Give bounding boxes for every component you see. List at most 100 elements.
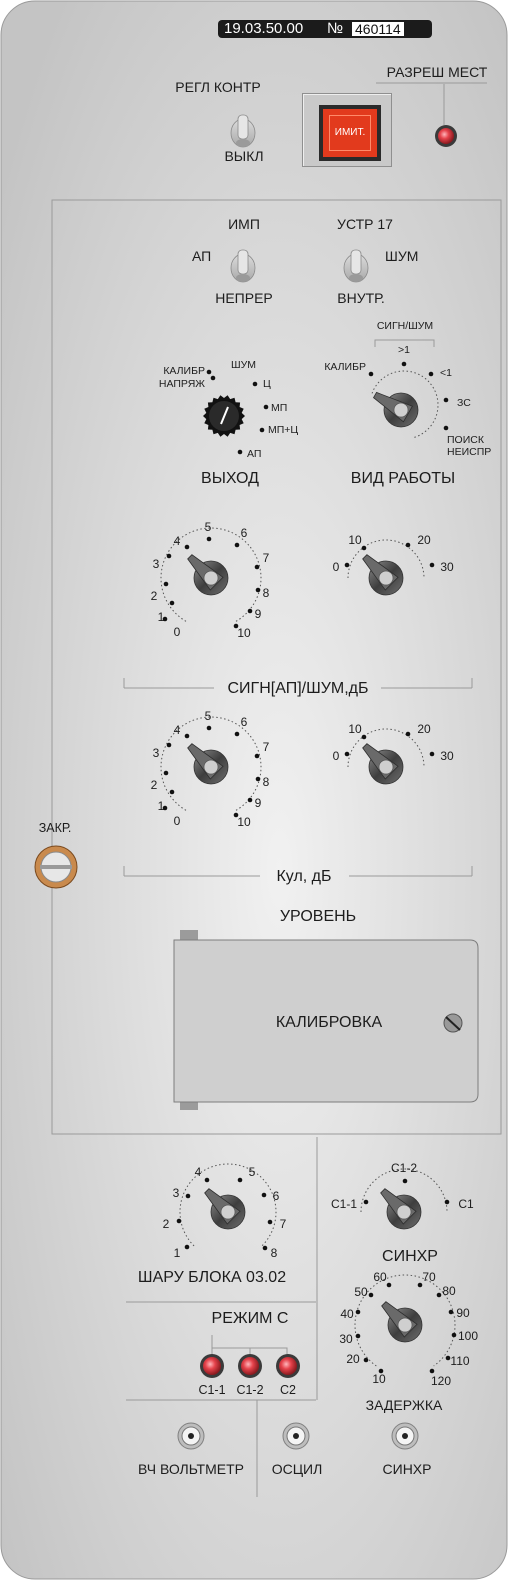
sinkhr-jack[interactable] — [391, 1422, 419, 1450]
kalibrovka-screw-slot — [445, 1016, 461, 1031]
kul-tens-dial-knob[interactable] — [362, 743, 404, 785]
zaderzhka-tick-110: 110 — [450, 1354, 469, 1368]
kul-units-dial-knob-cap[interactable] — [203, 759, 219, 775]
vid-raboty-knob-cap[interactable] — [393, 402, 409, 418]
rezhim-c-title: РЕЖИМ С — [211, 1310, 289, 1327]
vykhod-pos-shum: ШУМ — [231, 359, 257, 371]
sign-tens-dial-arc — [347, 539, 425, 579]
sign-shum-label: СИГН/ШУМ — [376, 320, 434, 332]
sharu-tick-1: 1 — [174, 1246, 181, 1260]
regl-kontr-toggle-nut — [236, 139, 250, 147]
lamp-c2-label: С2 — [280, 1383, 296, 1397]
zaderzhka-dot — [363, 1357, 369, 1363]
oscil-label: ОСЦИЛ — [271, 1461, 323, 1477]
sign-units-dial-dot — [166, 553, 172, 559]
imp-toggle[interactable] — [230, 249, 256, 283]
zaderzhka-dot — [355, 1309, 361, 1315]
vnutr-label: ВНУТР. — [337, 290, 385, 306]
kul-units-dial-dot — [206, 725, 212, 731]
zaderzhka-tick-20: 20 — [346, 1352, 360, 1366]
vykhod-dot — [252, 381, 258, 387]
kul-units-dial-tick-3: 3 — [153, 746, 160, 760]
vid-raboty-arc — [371, 370, 439, 439]
zaderzhka-tick-30: 30 — [339, 1332, 353, 1346]
kul-tens-dial-dot — [405, 731, 411, 737]
ustr17-toggle[interactable] — [343, 249, 369, 283]
sharu-knob[interactable] — [204, 1188, 246, 1230]
sign-tens-dial-knob-cap[interactable] — [378, 570, 394, 586]
kul-units-dial-tick-4: 4 — [174, 723, 181, 737]
vykhod-pos-mp-c: МП+Ц — [268, 424, 299, 436]
zaderzhka-dot — [417, 1282, 423, 1288]
ustr17-toggle-nut — [349, 274, 363, 282]
sign-tens-dial-dot — [405, 542, 411, 548]
sinkhr-knob[interactable] — [380, 1188, 422, 1230]
zaderzhka-knob[interactable] — [381, 1301, 423, 1343]
zaderzhka-dot — [386, 1282, 392, 1288]
kul-units-dial-tick-6: 6 — [241, 715, 248, 729]
sharu-dot — [267, 1219, 273, 1225]
kul-units-dial-dot — [163, 770, 169, 776]
vykhod-dot — [210, 375, 216, 381]
kul-units-dial-tick-1: 1 — [158, 799, 165, 813]
rezhim-lamp-c1-2-glass — [241, 1357, 259, 1375]
sign-units-dial-tick-6: 6 — [241, 526, 248, 540]
vykhod-title: ВЫХОД — [201, 470, 259, 487]
kalibrovka-label: КАЛИБРОВКА — [275, 1014, 383, 1031]
vid-raboty-dot — [443, 397, 449, 403]
kalibrovka-cover — [173, 930, 479, 1110]
sign-units-dial-knob-cap[interactable] — [203, 570, 219, 586]
sinkhr-tick-С1-1: С1-1 — [331, 1197, 357, 1211]
zakr-lock[interactable] — [34, 845, 78, 889]
zaderzhka-knob-cap[interactable] — [397, 1317, 413, 1333]
kul-units-dial-tick-7: 7 — [263, 740, 270, 754]
kul-units-dial-dot — [162, 805, 168, 811]
sharu-tick-5: 5 — [249, 1165, 256, 1179]
zakr-lock-slot — [40, 865, 72, 869]
regl-kontr-toggle[interactable] — [230, 114, 256, 148]
sign-units-dial-dot — [162, 616, 168, 622]
sign-units-dial-tick-7: 7 — [263, 551, 270, 565]
sign-tens-dial-knob[interactable] — [362, 554, 404, 596]
zaderzhka-tick-50: 50 — [354, 1285, 368, 1299]
zaderzhka-dot — [436, 1292, 442, 1298]
imit-button[interactable]: ИМИТ. — [319, 105, 381, 161]
vid-pos-lt1: <1 — [440, 367, 452, 379]
oscil-jack[interactable] — [282, 1422, 310, 1450]
sharu-dot — [184, 1244, 190, 1250]
zaderzhka-dot — [429, 1368, 435, 1374]
shum-label: ШУМ — [385, 248, 419, 264]
zaderzhka-dot — [451, 1332, 457, 1338]
kul-units-dial-dot — [255, 776, 261, 782]
ustr17-toggle-lever[interactable] — [350, 249, 362, 275]
sinkhr-dot — [363, 1199, 369, 1205]
sharu-knob-cap[interactable] — [220, 1204, 236, 1220]
kalibrovka-hinge-top — [180, 930, 198, 942]
sharu-title: ШАРУ БЛОКА 03.02 — [137, 1269, 287, 1286]
sign-tens-dial-tick-0: 0 — [333, 560, 340, 574]
kalibrovka-plate — [173, 939, 479, 1103]
vid-raboty-dot — [401, 361, 407, 367]
kalibr-napryazh-label-2: НАПРЯЖ — [158, 378, 205, 390]
zaderzhka-dot — [448, 1309, 454, 1315]
vykhod-knob[interactable] — [203, 395, 245, 437]
vid-raboty-knob[interactable] — [373, 391, 419, 428]
sinkhr-knob-cap[interactable] — [396, 1204, 412, 1220]
oscil-jack-pin — [293, 1433, 299, 1439]
vch-voltmetr-jack[interactable] — [177, 1422, 205, 1450]
imp-toggle-lever[interactable] — [237, 249, 249, 275]
zaderzhka-tick-100: 100 — [458, 1329, 478, 1343]
sign-units-dial-dot — [234, 542, 240, 548]
lamp-c1-1-label: С1-1 — [198, 1383, 226, 1397]
zaderzhka-dot — [378, 1368, 384, 1374]
kul-tens-dial-tick-30: 30 — [440, 749, 454, 763]
zaderzhka-tick-80: 80 — [442, 1284, 456, 1298]
kul-tens-dial-tick-20: 20 — [417, 722, 431, 736]
regl-kontr-toggle-lever[interactable] — [237, 114, 249, 140]
sign-units-dial-knob[interactable] — [187, 554, 229, 596]
sign-units-dial-tick-3: 3 — [153, 557, 160, 571]
kul-units-dial-knob[interactable] — [187, 743, 229, 785]
kul-tens-dial-knob-cap[interactable] — [378, 759, 394, 775]
zaderzhka-tick-120: 120 — [431, 1374, 451, 1388]
zaderzhka-title: ЗАДЕРЖКА — [365, 1397, 443, 1413]
